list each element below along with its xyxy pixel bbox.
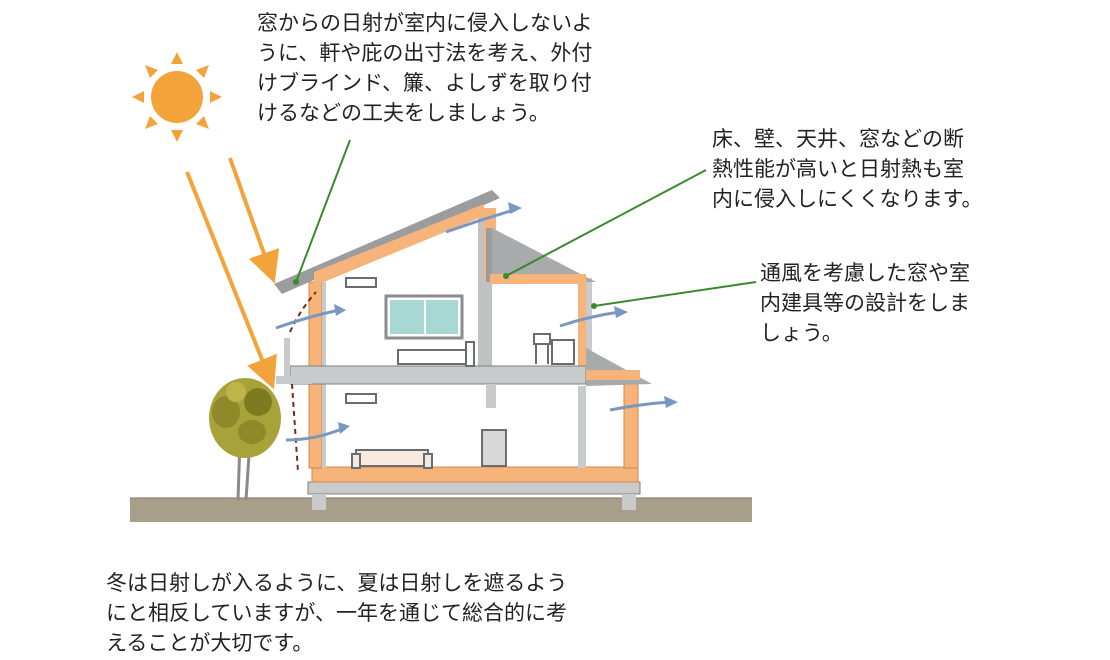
note-line: けブラインド、簾、よしずを取り付 <box>257 71 592 95</box>
tree-icon <box>209 378 281 501</box>
note-line: 床、壁、天井、窓などの断 <box>712 127 964 151</box>
note-line: にと相反していますが、一年を通じて総合的に考 <box>106 601 567 625</box>
leader-lines <box>295 139 757 307</box>
note-line: 内に侵入しにくくなります。 <box>712 187 983 211</box>
note-line: けるなどの工夫をしましょう。 <box>257 101 550 125</box>
air-conditioner-icon <box>345 277 377 288</box>
leader-endpoints <box>293 273 597 309</box>
second-floor-slab <box>289 365 587 385</box>
note-line: 冬は日射しが入るように、夏は日射しを遮るよう <box>106 571 568 595</box>
window-shading-note: 窓からの日射が室内に侵入しないよ うに、軒や庇の出寸法を考え、外付 けブラインド… <box>257 8 593 128</box>
main-roof <box>274 190 500 294</box>
upper-right-roof <box>486 228 596 284</box>
reed-screen <box>291 383 299 473</box>
cabinet <box>481 429 507 467</box>
note-line: 通風を考慮した窓や室 <box>760 261 970 285</box>
summary-note: 冬は日射しが入るように、夏は日射しを遮るよう にと相反していますが、一年を通じて… <box>106 568 567 658</box>
note-line: うに、軒や庇の出寸法を考え、外付 <box>257 41 593 65</box>
lower-right-roof <box>586 348 652 386</box>
sun-ray-arrows <box>185 157 280 390</box>
note-line: 熱性能が高いと日射熱も室 <box>712 157 964 181</box>
note-line: 窓からの日射が室内に侵入しないよ <box>257 11 593 35</box>
airflow-arrows <box>275 202 678 442</box>
bed-icon <box>397 341 475 367</box>
chair-icon <box>533 333 575 365</box>
air-conditioner-icon <box>345 393 377 404</box>
insulation-note: 床、壁、天井、窓などの断 熱性能が高いと日射熱も室 内に侵入しにくくなります。 <box>712 124 982 214</box>
foundation <box>307 481 641 510</box>
ventilation-note: 通風を考慮した窓や室 内建具等の設計をしま しょう。 <box>760 258 970 348</box>
sun-icon <box>132 52 222 142</box>
ground-floor-insulation <box>311 466 639 483</box>
second-floor-window <box>384 294 464 340</box>
ground <box>130 498 752 522</box>
note-line: えることが大切です。 <box>106 631 314 655</box>
note-line: しょう。 <box>760 321 843 345</box>
note-line: 内建具等の設計をしま <box>760 291 970 315</box>
sofa-icon <box>351 449 433 469</box>
balcony <box>276 338 312 384</box>
